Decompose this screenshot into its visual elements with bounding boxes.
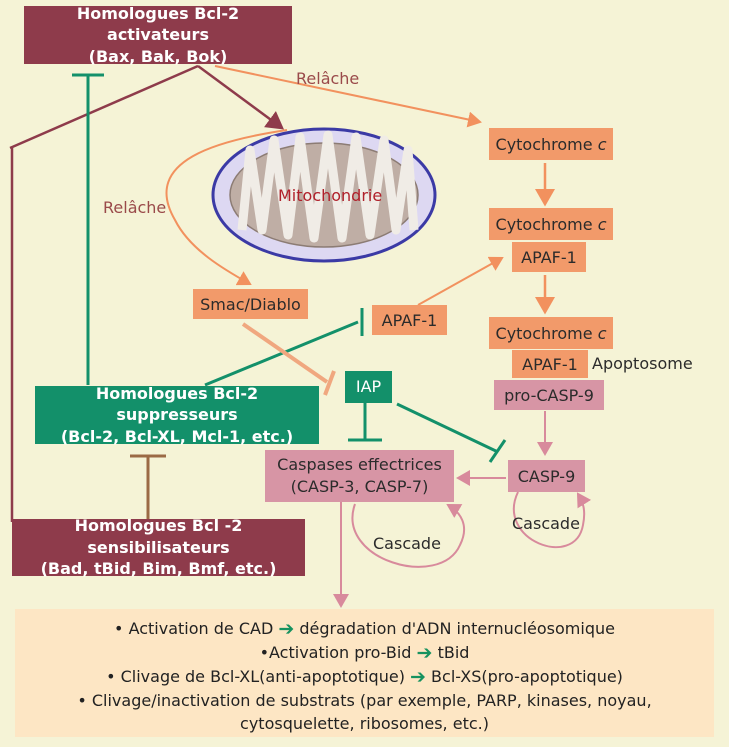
sensitizers-members: (Bad, tBid, Bim, Bmf, etc.) bbox=[40, 559, 277, 579]
outcome-line-5: cytosquelette, ribosomes, etc.) bbox=[240, 714, 489, 733]
outcome-line-3: • Clivage de Bcl-XL(anti-apoptotique) ➔ … bbox=[106, 666, 623, 688]
effector-title: Caspases effectrices bbox=[277, 455, 442, 475]
cytochrome-c-box-1: Cytochrome c bbox=[489, 128, 613, 160]
apaf1-box-apoptosome: APAF-1 bbox=[512, 350, 588, 378]
casp9-box: CASP-9 bbox=[508, 460, 585, 492]
sensitizers-title: Homologues Bcl -2 sensibilisateurs bbox=[74, 516, 243, 557]
cytochrome-c-box-2: Cytochrome c bbox=[489, 208, 613, 240]
effector-members: (CASP-3, CASP-7) bbox=[290, 477, 429, 496]
activators-title: Homologues Bcl-2 activateurs bbox=[76, 3, 240, 45]
suppressors-members: (Bcl-2, Bcl-XL, Mcl-1, etc.) bbox=[60, 426, 294, 446]
pro-casp9-box: pro-CASP-9 bbox=[494, 380, 604, 410]
iap-box: IAP bbox=[345, 371, 392, 403]
cascade-label-1: Cascade bbox=[373, 534, 441, 553]
activators-members: (Bax, Bak, Bok) bbox=[88, 46, 228, 66]
apoptosome-label: Apoptosome bbox=[592, 354, 693, 373]
apaf1-box-free: APAF-1 bbox=[372, 305, 447, 335]
release-label-top: Relâche bbox=[296, 69, 360, 88]
suppressors-box: Homologues Bcl-2 suppresseurs (Bcl-2, Bc… bbox=[35, 383, 319, 446]
suppressors-title: Homologues Bcl-2 suppresseurs bbox=[95, 383, 259, 425]
outcome-line-2: •Activation pro-Bid ➔ tBid bbox=[259, 642, 470, 664]
mitochondria-shape bbox=[211, 127, 437, 263]
outcome-line-1: • Activation de CAD ➔ dégradation d'ADN … bbox=[114, 618, 615, 640]
apaf1-box-2: APAF-1 bbox=[512, 242, 586, 272]
sensitizers-box: Homologues Bcl -2 sensibilisateurs (Bad,… bbox=[12, 516, 305, 578]
outcomes-panel: • Activation de CAD ➔ dégradation d'ADN … bbox=[15, 609, 714, 737]
arrow-icon: ➔ bbox=[410, 666, 426, 688]
effector-caspases-box: Caspases effectrices (CASP-3, CASP-7) bbox=[265, 450, 454, 502]
cytochrome-c-box-3: Cytochrome c bbox=[489, 317, 613, 349]
cascade-label-2: Cascade bbox=[512, 514, 580, 533]
activators-box: Homologues Bcl-2 activateurs (Bax, Bak, … bbox=[24, 3, 292, 66]
smac-diablo-box: Smac/Diablo bbox=[193, 289, 308, 319]
outcome-line-4: • Clivage/inactivation de substrats (par… bbox=[77, 691, 652, 710]
mitochondria-label: Mitochondrie bbox=[278, 186, 383, 205]
release-label-left: Relâche bbox=[103, 198, 167, 217]
arrow-icon: ➔ bbox=[278, 618, 295, 640]
arrow-icon: ➔ bbox=[416, 642, 433, 664]
